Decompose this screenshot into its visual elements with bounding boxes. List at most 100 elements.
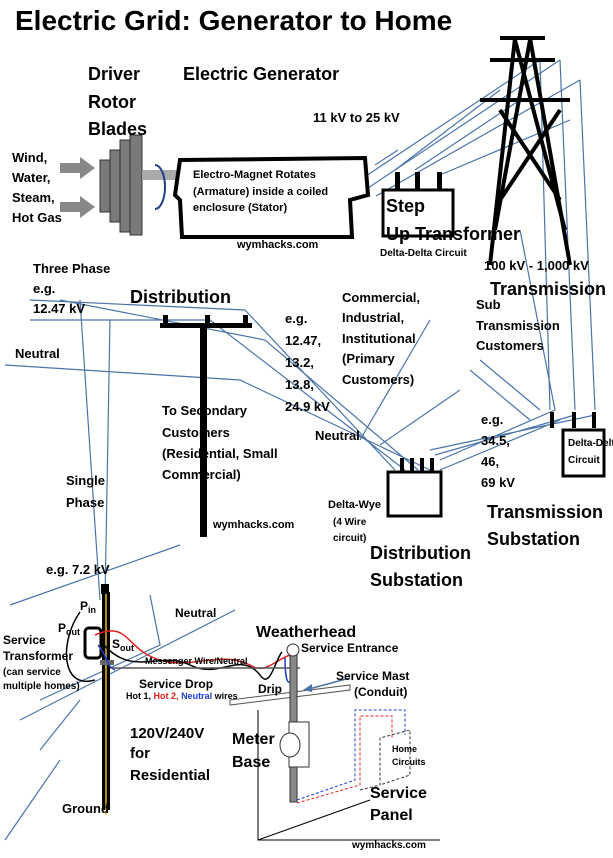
service-transformer-can: [83, 626, 103, 660]
input-label: Wind,: [12, 150, 47, 165]
service-drop-label: Service Drop: [139, 677, 213, 691]
generator-stator: [172, 155, 371, 239]
driver-label: Driver: [88, 64, 140, 84]
secondary-customers: Commercial): [162, 467, 241, 482]
step-up-label: Step: [386, 196, 425, 216]
p-in-label: Pin: [80, 599, 96, 615]
neutral-label: Neutral: [15, 346, 60, 361]
input-label: Steam,: [12, 190, 55, 205]
meter-base-label: Base: [232, 754, 270, 771]
mast-pointer: [304, 677, 351, 691]
sub-transmission-customers: Customers: [476, 338, 544, 353]
distribution-substation-label: Substation: [370, 570, 463, 590]
service-panel-label: Panel: [370, 807, 413, 824]
dist-circuit: Delta-Wye: [328, 499, 381, 511]
rotor-blades: [99, 134, 180, 236]
service-mast-label: (Conduit): [354, 685, 407, 699]
step-up-label: Up Transformer: [386, 224, 520, 244]
watermark: wymhacks.com: [236, 239, 319, 251]
residential-voltage: 120V/240V: [130, 725, 204, 742]
neutral-label: Neutral: [175, 606, 216, 620]
secondary-customers: To Secondary: [162, 403, 248, 418]
input-label: Hot Gas: [12, 210, 62, 225]
diagram-title: Electric Grid: Generator to Home: [15, 5, 452, 36]
sub-circuit: Delta-Delta: [568, 438, 613, 449]
sub-voltage: e.g.: [481, 412, 503, 427]
service-voltage: e.g. 7.2 kV: [46, 562, 110, 577]
generator-title: Electric Generator: [183, 64, 339, 84]
house: [229, 643, 440, 841]
distribution-voltage: e.g.: [285, 311, 307, 326]
distribution-voltage: 13.8,: [285, 377, 314, 392]
service-entrance-label: Service Entrance: [301, 641, 399, 655]
service-pole: [83, 584, 114, 815]
primary-customers: Institutional: [342, 331, 416, 346]
generator-desc: Electro-Magnet Rotates: [193, 169, 316, 181]
weatherhead: [286, 643, 300, 657]
sub-voltage: 69 kV: [481, 475, 515, 490]
s-out-label: Sout: [112, 637, 134, 653]
secondary-customers: (Residential, Small: [162, 446, 278, 461]
p-out-label: Pout: [58, 621, 80, 637]
rotation-arrow-icon: [154, 164, 166, 210]
drip-label: Drip: [258, 682, 282, 696]
transmission-substation: [550, 412, 606, 478]
single-phase-label: Single: [66, 473, 105, 488]
watermark: wymhacks.com: [351, 840, 426, 851]
sub-voltage: 46,: [481, 454, 499, 469]
transmission-substation-label: Substation: [487, 529, 580, 549]
voltage-pointer: [374, 149, 399, 166]
distribution-pole: [160, 315, 252, 537]
single-phase-label: Phase: [66, 495, 104, 510]
distribution-voltage: 13.2,: [285, 355, 314, 370]
gen-voltage: 11 kV to 25 kV: [313, 110, 400, 125]
transmission-tower: [480, 36, 572, 266]
three-phase-label: e.g.: [33, 281, 55, 296]
step-up-transformer: [381, 172, 455, 238]
input-arrows: [60, 157, 95, 218]
distribution-substation-label: Distribution: [370, 543, 471, 563]
secondary-customers: Customers: [162, 425, 230, 440]
arrow-icon: [60, 196, 95, 218]
wires-legend: Hot 1, Hot 2, Neutral wires: [126, 691, 238, 701]
residential-voltage: Residential: [130, 767, 210, 784]
service-transformer-label: multiple homes): [3, 681, 80, 692]
service-transformer-label: Transformer: [3, 649, 73, 663]
distribution-voltage: 24.9 kV: [285, 399, 330, 414]
distribution-substation: [386, 458, 443, 518]
ground-label: Ground: [62, 801, 109, 816]
distribution-voltage: 12.47,: [285, 333, 321, 348]
primary-customers: Customers): [342, 372, 414, 387]
service-panel-box: [359, 729, 411, 791]
meter-base-label: Meter: [232, 731, 275, 748]
service-panel-label: Service: [370, 785, 427, 802]
primary-customers: Commercial,: [342, 290, 420, 305]
service-mast-label: Service Mast: [336, 669, 409, 683]
home-circuits-label: Circuits: [392, 757, 426, 767]
generator-desc: enclosure (Stator): [193, 202, 287, 214]
driver-label: Rotor: [88, 92, 136, 112]
shaft: [142, 170, 180, 180]
dist-circuit: (4 Wire: [333, 517, 367, 528]
arrow-icon: [60, 157, 95, 179]
neutral-label: Neutral: [315, 428, 360, 443]
input-label: Water,: [12, 170, 51, 185]
primary-customers: Industrial,: [342, 310, 404, 325]
sub-transmission-customers: Transmission: [476, 318, 560, 333]
weatherhead-label: Weatherhead: [256, 624, 356, 641]
messenger-label: Messenger Wire/Neutral: [145, 656, 247, 666]
service-transformer-label: Service: [3, 633, 46, 647]
generator-desc: (Armature) inside a coiled: [193, 186, 328, 198]
sub-transmission-customers: Sub: [476, 297, 501, 312]
step-up-circuit: Delta-Delta Circuit: [380, 248, 467, 259]
transmission-substation-label: Transmission: [487, 502, 603, 522]
driver-label: Blades: [88, 119, 147, 139]
transmission-label: Transmission: [490, 279, 606, 299]
distribution-label: Distribution: [130, 287, 231, 307]
arrow-icon: [303, 684, 312, 692]
primary-customers: (Primary: [342, 351, 396, 366]
residential-voltage: for: [130, 745, 150, 762]
service-drop-wires: [65, 611, 300, 683]
